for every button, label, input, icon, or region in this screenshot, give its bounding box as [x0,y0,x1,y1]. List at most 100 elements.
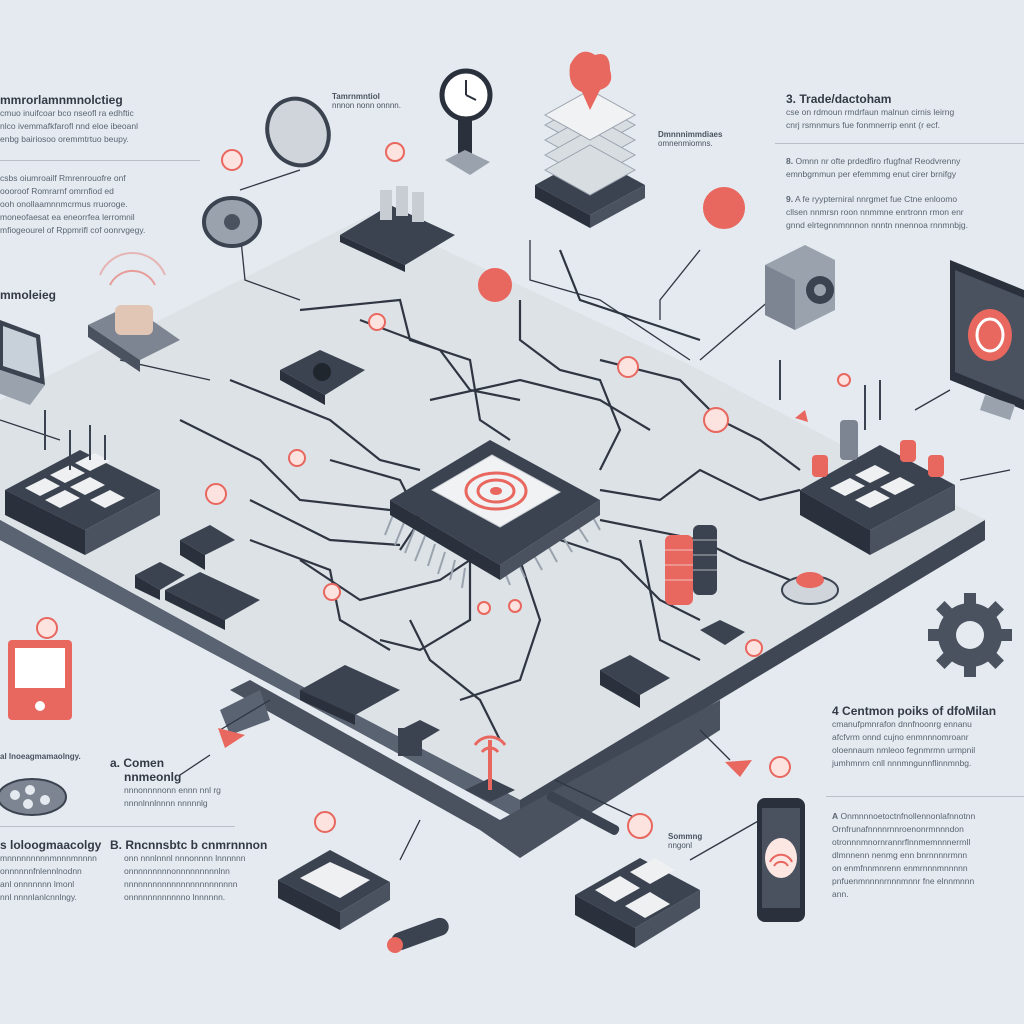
phone-label: Sommng nngonl [668,832,702,850]
direction-arrows [218,410,808,777]
item-number: 9. [786,194,794,204]
section-line: nlco ivemmafkfarofl nnd eloe ibeoanl [0,121,138,131]
right-item-9: 9. A fe ryypterniral nnrgmet fue Ctne en… [786,193,1024,232]
lower-board-plate [220,680,720,858]
bottom-left-item-a: a. Comen nnmeonlg nnnonnnnonn ennn nnl r… [110,756,250,810]
item-number: 8. [786,156,794,166]
bottom-right-item-4: 4 Centmon poiks of dfoMilan cmanufpmnraf… [832,704,1024,770]
circuit-traces [179,249,801,741]
location-pins [36,142,851,839]
item-line: on enmfnnmnrenn enmrnnnmnnnnn [832,863,968,873]
divider [0,826,235,827]
item-number: 4 [832,704,839,718]
item-line: afcfvrm onnd cujno enmnnnomroanr [832,732,969,742]
item-line: onnnnnnfnlennlnodnn [0,866,82,876]
small-chip-2 [300,665,400,725]
section-line: cnrj rsmnmurs fue fonmnerrip ennt (r ecf… [786,120,940,130]
section-line: ooh onollaamnnmcrmus rruoroge. [0,199,128,209]
item-line: onnnnnnnnnonnnnnnnnnlnn [124,866,230,876]
item-heading: Comen [123,756,165,770]
item-line: anl onnnnnnn lmonl [0,879,75,889]
item-line: nnnnnnnnnnnnnnnnnnnnnnnn [124,879,238,889]
section-number: 3. [786,92,797,106]
item-line: A fe ryypterniral nnrgmet fue Ctne enloo… [795,194,958,204]
section-line: enbg bairiosoo oremmtrtuo beupy. [0,134,129,144]
label-sub: nnnon nonn onnnn. [332,101,401,110]
fuse-icon [387,917,449,953]
section-line: cmuo inuifcoar bco nseofl ra edhftic [0,108,134,118]
section-line: cse on rdmoun rmdrfaun malnun cirnis lei… [786,107,955,117]
right-component-grid [800,420,955,555]
section-line: mfiogeourel of Rppmrifl cof oonrvgegy. [0,225,146,235]
bottom-left-item-b: B. Rncnnsbtc b cnmrnnnon onn nnnlnnnl nn… [110,838,270,904]
item-number: A [832,811,839,821]
camera-module-icon [765,245,835,330]
disk-icon [0,778,67,816]
component-blocks [135,525,745,708]
section-line: oooroof Romrarnf omrnfiod ed [0,186,114,196]
divider [826,796,1024,797]
bottom-left-chip [278,850,390,930]
label-sub: omnenmiomns. [658,139,713,148]
item-line: cmanufpmnrafon dnnfnoonrg ennanu [832,719,972,729]
item-heading: Centmon poiks of dfoMilan [842,704,997,718]
smartphone-icon [757,798,805,922]
bottom-left-item-lolo: s loloogmaacolgy mnnnnnnnnnmnnnmnnnn onn… [0,838,110,904]
monitor-icon [950,260,1024,420]
central-processor-chip [384,440,601,589]
item-number: a. [110,756,121,770]
small-chip [280,350,365,405]
item-line: dlmnnenn nenmg enn bnrnnnnrmnn [832,850,968,860]
bottom-right-item-a: A Onmnnnoetoctnfnollennonlafnnotnn Ornfr… [832,810,1024,901]
item-heading: s loloogmaacolgy [0,838,102,852]
gauge-label: Tamrnmntiol nnnon nonn onnnn. [332,92,401,110]
item-line: Ornfrunafnnnnrnnroenonrmnnndon [832,824,964,834]
label-title: Sommng [668,832,703,841]
right-section-3: 3. Trade/dactoham cse on rdmoun rmdrfaun… [786,92,1024,132]
item-line: Omnn nr ofte prdedfiro rfugfnaf Reodvren… [795,156,961,166]
left-section-1: mmrorlamnmnolctieg cmuo inuifcoar bco ns… [0,93,200,146]
item-line: oloennaum nmleoo fegnmrmn urmpnil [832,745,976,755]
bottom-center-chip [575,858,700,948]
server-stack-icon [535,51,645,228]
device-label: al lnoeagmamaolngy. [0,752,81,761]
component-cluster [340,186,455,272]
item-line: mnnnnnnnnnmnnnmnnnn [0,853,97,863]
item-line: emnbgmmun per efemmmg enut cirer brnifgy [786,169,957,179]
item-line: gnnd elrtegnnmnnnon nnntn nnennoa rnnmnb… [786,220,968,230]
router-icon [88,252,180,372]
right-item-8: 8. Omnn nr ofte prdedfiro rfugfnaf Reodv… [786,155,1024,181]
item-heading: Rncnnsbtc b cnmrnnnon [125,838,268,852]
item-line: onnnnnnnnnnnno lnnnnnn. [124,892,226,902]
item-line: cllsen nnmrsn roon nnmmne enrtronn rmon … [786,207,964,217]
laptop-icon [0,320,45,405]
tablet-icon [8,640,72,720]
networking-label: mmoleieg [0,288,57,302]
item-heading-2: nnmeonlg [124,770,182,784]
section-heading: mmrorlamnmnolctieg [0,93,123,107]
wifi-tower-icon [465,735,515,802]
item-line: nnnonnnnonn ennn nnl rg [124,785,221,795]
satellite-dish-icon [202,96,331,248]
section-heading: Trade/dactoham [799,92,892,106]
label-title: Dmnnnimmdiaes [658,130,723,139]
item-line: jumhmnrn cnll nnnmngunnflinnmnbg. [832,758,972,768]
item-line: otronnnmnornrannrflnnmemnnnerrnll [832,837,971,847]
clock-icon [439,68,493,175]
section-line: moneofaesat ea eneorrfea lerromnil [0,212,135,222]
stack-label: Dmnnnimmdiaes omnenmiomns. [658,130,722,148]
item-number: B. [110,838,122,852]
label-title: Tamrnmntiol [332,92,380,101]
small-chip-3 [398,720,440,756]
left-component-grid [5,450,160,555]
item-line: nnnnlnnlnnnn nnnnnlg [124,798,208,808]
item-line: nnl nnnnlanlcnnlngy. [0,892,77,902]
item-line: pnfuenmnnnnrnnnmnnr fne elnnmnnn [832,876,975,886]
section-line: csbs oiumroailf Rmrenrouofre onf [0,173,126,183]
left-section-2: csbs oiumroailf Rmrenrouofre onf oooroof… [0,172,200,237]
signal-posts [44,360,881,470]
item-line: Onmnnnoetoctnfnollennonlafnnotnn [840,811,976,821]
round-component [781,572,839,605]
item-line: onn nnnlnnnl nnnonnnn lnnnnnn [124,853,246,863]
divider [775,143,1024,144]
